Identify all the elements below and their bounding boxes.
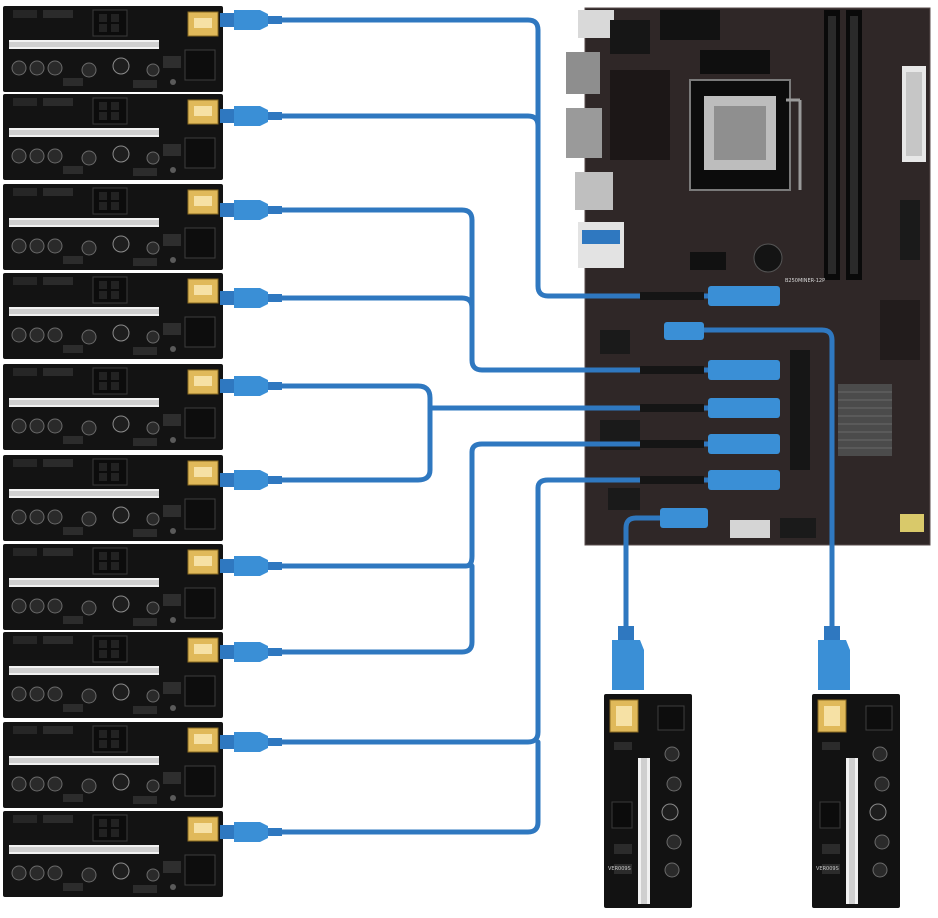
- usb-cables: [279, 17, 835, 835]
- riser-card: [2, 363, 224, 451]
- riser-card: [2, 543, 224, 631]
- motherboard-model-label: B250MINER-12P: [785, 278, 825, 284]
- motherboard-usb-plugs: [640, 286, 780, 528]
- riser-card: [2, 631, 224, 719]
- riser-card: [2, 454, 224, 542]
- riser-card-column-left: [2, 5, 224, 898]
- riser-card: [2, 272, 224, 360]
- cpu-socket: [689, 79, 802, 191]
- ram-slots: [824, 10, 862, 280]
- riser-card-vertical: [603, 693, 693, 909]
- chipset-heatsink: [838, 384, 892, 456]
- riser-card: [2, 721, 224, 809]
- riser-usb-plugs-left: [220, 10, 282, 842]
- riser-card-vertical: [811, 693, 901, 909]
- riser-ic-label: VER009S: [608, 866, 631, 872]
- motherboard: B250MINER-12P: [566, 7, 931, 546]
- riser-ic-label: VER009S: [816, 866, 839, 872]
- riser-card: [2, 183, 224, 271]
- riser-card: [2, 5, 224, 93]
- riser-card: [2, 810, 224, 898]
- riser-usb-plugs-bottom: [612, 626, 850, 690]
- riser-card: [2, 93, 224, 181]
